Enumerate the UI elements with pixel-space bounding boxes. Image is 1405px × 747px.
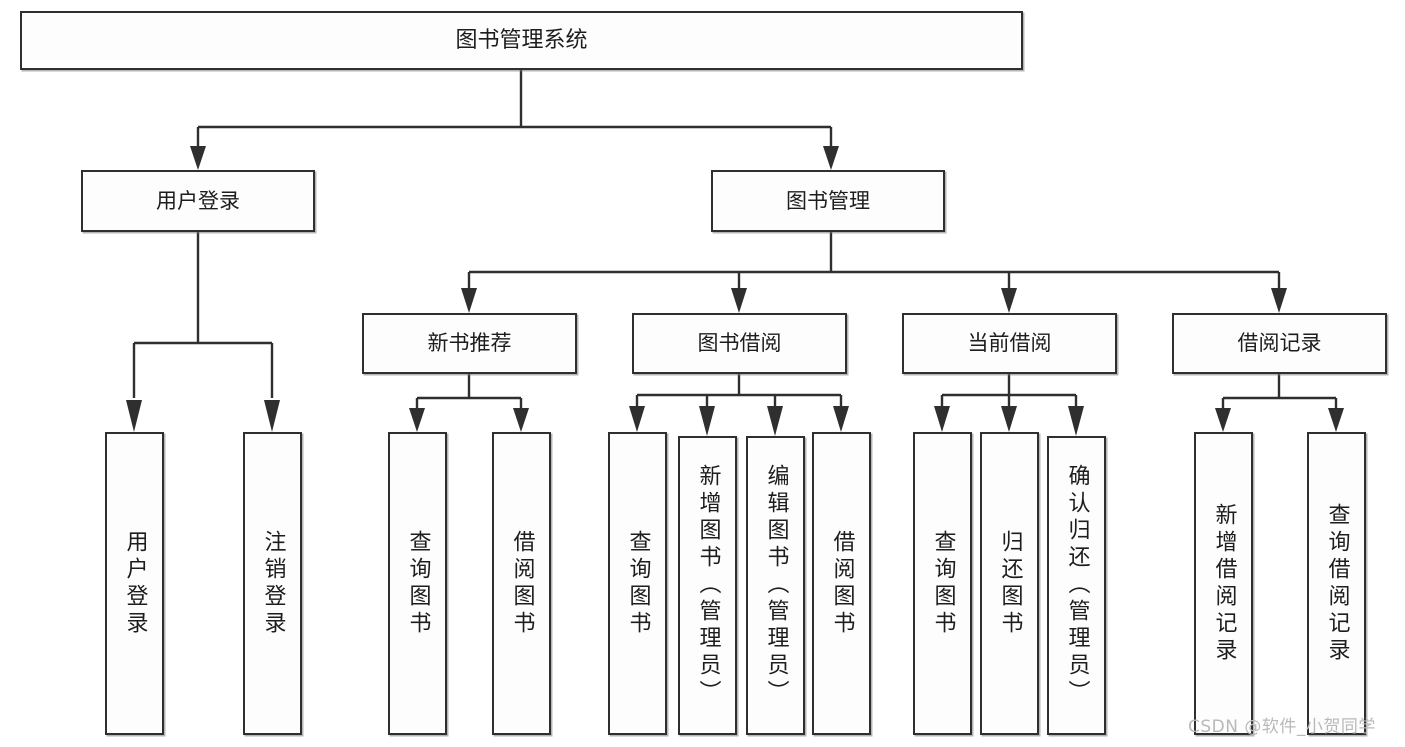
node-leaf-edit-book-label: 编辑图书（管理员）: [763, 464, 789, 707]
node-current-borrow[interactable]: 当前借阅: [902, 313, 1117, 374]
node-new-book-recommend-label: 新书推荐: [427, 331, 512, 356]
node-leaf-query-book-1[interactable]: 查询图书: [388, 432, 447, 735]
node-leaf-borrow-book-2[interactable]: 借阅图书: [812, 432, 871, 735]
node-leaf-query-book-2-label: 查询图书: [625, 529, 651, 638]
node-leaf-query-book-3[interactable]: 查询图书: [913, 432, 972, 735]
node-leaf-logout[interactable]: 注销登录: [243, 432, 302, 735]
node-leaf-add-record[interactable]: 新增借阅记录: [1194, 432, 1253, 735]
node-leaf-user-login[interactable]: 用户登录: [105, 432, 164, 735]
arrow-nbr-c1: [409, 408, 425, 432]
node-new-book-recommend[interactable]: 新书推荐: [362, 313, 577, 374]
arrow-bb-c1: [629, 406, 645, 432]
arrow-bb-c3: [767, 406, 783, 436]
node-leaf-add-record-label: 新增借阅记录: [1211, 502, 1237, 665]
node-leaf-borrow-book-1-label: 借阅图书: [509, 529, 535, 638]
arrow-bb-c4: [833, 406, 849, 432]
arrow-cb-c3: [1068, 406, 1084, 436]
arrow-root-to-book-management: [823, 146, 839, 170]
node-leaf-edit-book[interactable]: 编辑图书（管理员）: [746, 436, 805, 735]
node-leaf-logout-label: 注销登录: [260, 529, 286, 638]
arrow-user-login-c1: [126, 400, 142, 432]
arrow-nbr-c2: [513, 408, 529, 432]
node-leaf-user-login-label: 用户登录: [122, 529, 148, 638]
arrow-bm-book-borrow: [731, 288, 747, 313]
node-leaf-query-book-2[interactable]: 查询图书: [608, 432, 667, 735]
node-book-management-label: 图书管理: [786, 188, 870, 213]
arrow-br-c2: [1328, 408, 1344, 432]
node-leaf-confirm-return[interactable]: 确认归还（管理员）: [1047, 436, 1106, 735]
arrow-user-login-c2: [264, 400, 280, 432]
arrow-root-to-user-login: [190, 146, 206, 170]
node-book-borrow-label: 图书借阅: [697, 331, 782, 356]
node-leaf-add-book[interactable]: 新增图书（管理员）: [678, 436, 737, 735]
node-root[interactable]: 图书管理系统: [20, 11, 1023, 70]
arrow-br-c1: [1215, 408, 1231, 432]
node-leaf-confirm-return-label: 确认归还（管理员）: [1064, 464, 1090, 707]
node-book-borrow[interactable]: 图书借阅: [632, 313, 847, 374]
node-leaf-query-book-1-label: 查询图书: [405, 529, 431, 638]
arrow-cb-c1: [934, 406, 950, 432]
arrow-bm-new-book-recommend: [461, 288, 477, 313]
arrow-cb-c2: [1001, 406, 1017, 432]
node-leaf-query-record-label: 查询借阅记录: [1324, 502, 1350, 665]
node-leaf-return-book-label: 归还图书: [997, 529, 1023, 638]
node-user-login-label: 用户登录: [156, 188, 240, 213]
node-leaf-borrow-book-1[interactable]: 借阅图书: [492, 432, 551, 735]
node-leaf-query-book-3-label: 查询图书: [930, 529, 956, 638]
node-leaf-return-book[interactable]: 归还图书: [980, 432, 1039, 735]
node-root-label: 图书管理系统: [455, 27, 588, 53]
node-leaf-borrow-book-2-label: 借阅图书: [829, 529, 855, 638]
node-current-borrow-label: 当前借阅: [967, 331, 1052, 356]
node-user-login[interactable]: 用户登录: [81, 170, 315, 232]
node-book-management[interactable]: 图书管理: [711, 170, 945, 232]
arrow-bm-current-borrow: [1001, 288, 1017, 313]
node-borrow-record-label: 借阅记录: [1237, 331, 1322, 356]
node-leaf-query-record[interactable]: 查询借阅记录: [1307, 432, 1366, 735]
node-borrow-record[interactable]: 借阅记录: [1172, 313, 1387, 374]
node-leaf-add-book-label: 新增图书（管理员）: [695, 464, 721, 707]
watermark: CSDN @软件_小贺同学: [1188, 717, 1376, 737]
arrow-bb-c2: [699, 406, 715, 436]
arrow-bm-borrow-record: [1271, 288, 1287, 313]
